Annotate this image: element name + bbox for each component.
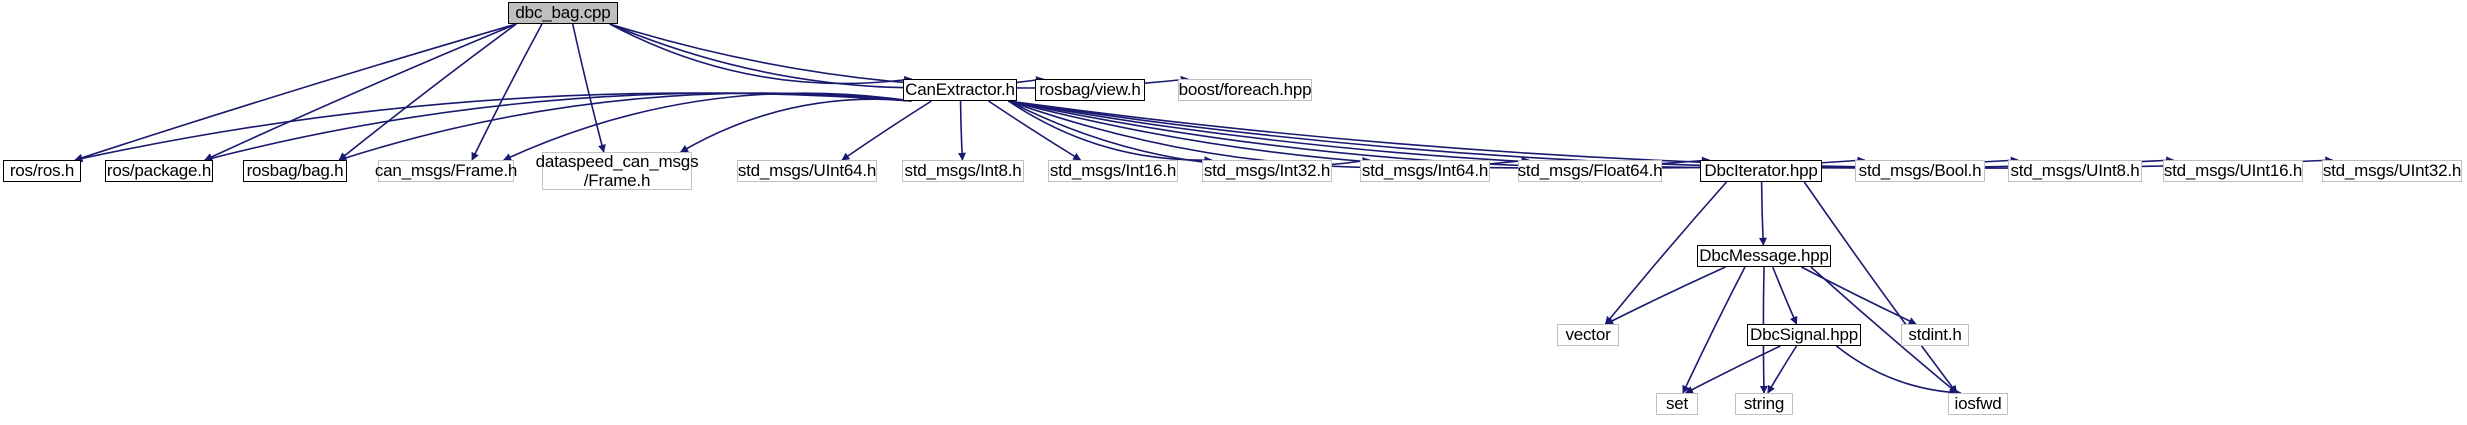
edge-canextractor-to-int32	[1008, 100, 1213, 165]
node-set[interactable]: set	[1656, 393, 1698, 415]
edge-dbcsignal-to-iosfwd	[1835, 345, 1962, 397]
node-rospackage[interactable]: ros/package.h	[105, 160, 213, 182]
edge-dbc_bag-to-canmsgsframe	[471, 23, 543, 161]
node-uint32[interactable]: std_msgs/UInt32.h	[2322, 160, 2462, 182]
edge-canextractor-to-uint64	[841, 100, 932, 161]
edge-canextractor-to-float64	[1008, 100, 1530, 169]
edge-canextractor-to-rosros	[74, 92, 912, 163]
node-dbc_bag[interactable]: dbc_bag.cpp	[508, 2, 618, 24]
node-string[interactable]: string	[1735, 393, 1793, 415]
edge-dbc_bag-to-rosros	[74, 23, 517, 162]
edge-dbciterator-to-iosfwd	[1803, 181, 1958, 394]
node-vector[interactable]: vector	[1557, 324, 1619, 346]
edge-dbc_bag-to-dataspeedframe	[571, 23, 606, 153]
edge-canextractor-to-rospackage	[204, 92, 912, 163]
node-dataspeedframe[interactable]: dataspeed_can_msgs /Frame.h	[535, 151, 699, 190]
node-canmsgsframe[interactable]: can_msgs/Frame.h	[374, 160, 518, 182]
edge-canextractor-to-rosbagbag	[338, 92, 912, 162]
edge-canextractor-to-uint32	[1008, 100, 2334, 169]
edge-canextractor-to-int8	[958, 100, 967, 161]
node-bool[interactable]: std_msgs/Bool.h	[1855, 160, 1985, 182]
node-canextractor[interactable]: CanExtractor.h	[903, 79, 1017, 101]
node-rosbagbag[interactable]: rosbag/bag.h	[243, 160, 347, 182]
edge-canextractor-to-canmsgsframe	[503, 92, 912, 161]
edge-dbc_bag-to-canextractor	[609, 23, 913, 85]
edge-canextractor-to-dbciterator	[1008, 100, 1710, 169]
edge-dbcmessage-to-vector	[1605, 266, 1726, 325]
node-uint16[interactable]: std_msgs/UInt16.h	[2163, 160, 2303, 182]
node-uint8[interactable]: std_msgs/UInt8.h	[2008, 160, 2142, 182]
node-uint64[interactable]: std_msgs/UInt64.h	[737, 160, 877, 182]
node-iosfwd[interactable]: iosfwd	[1948, 393, 2008, 415]
edge-dbcsignal-to-set	[1685, 345, 1781, 394]
edge-dbc_bag-to-rospackage	[204, 23, 517, 161]
edge-canextractor-to-dataspeedframe	[680, 98, 912, 153]
node-int64[interactable]: std_msgs/Int64.h	[1360, 160, 1490, 182]
edge-canextractor-to-bool	[1008, 100, 1866, 169]
node-float64[interactable]: std_msgs/Float64.h	[1517, 160, 1663, 182]
node-int8[interactable]: std_msgs/Int8.h	[902, 160, 1024, 182]
edge-canextractor-to-uint16	[1008, 100, 2175, 169]
edge-dbcmessage-to-stdint	[1801, 266, 1917, 325]
node-int16[interactable]: std_msgs/Int16.h	[1048, 160, 1178, 182]
edge-canextractor-to-uint8	[1008, 100, 2019, 169]
node-int32[interactable]: std_msgs/Int32.h	[1202, 160, 1332, 182]
node-stdint[interactable]: stdint.h	[1901, 324, 1969, 346]
node-dbcsignal[interactable]: DbcSignal.hpp	[1747, 324, 1861, 346]
edge-dbcmessage-to-dbcsignal	[1772, 266, 1798, 325]
node-rosbagview[interactable]: rosbag/view.h	[1035, 79, 1145, 101]
edge-dbciterator-to-dbcmessage	[1759, 181, 1767, 246]
edge-canextractor-to-int64	[1008, 100, 1371, 168]
node-dbciterator[interactable]: DbcIterator.hpp	[1700, 160, 1822, 182]
edge-dbc_bag-to-rosbagbag	[338, 23, 517, 161]
node-rosros[interactable]: ros/ros.h	[3, 160, 81, 182]
edge-canextractor-to-int16	[988, 100, 1082, 161]
edge-dbcmessage-to-set	[1682, 266, 1746, 394]
edge-dbcsignal-to-string	[1767, 345, 1798, 394]
node-boostforeach[interactable]: boost/foreach.hpp	[1178, 79, 1312, 101]
node-dbcmessage[interactable]: DbcMessage.hpp	[1697, 245, 1831, 267]
